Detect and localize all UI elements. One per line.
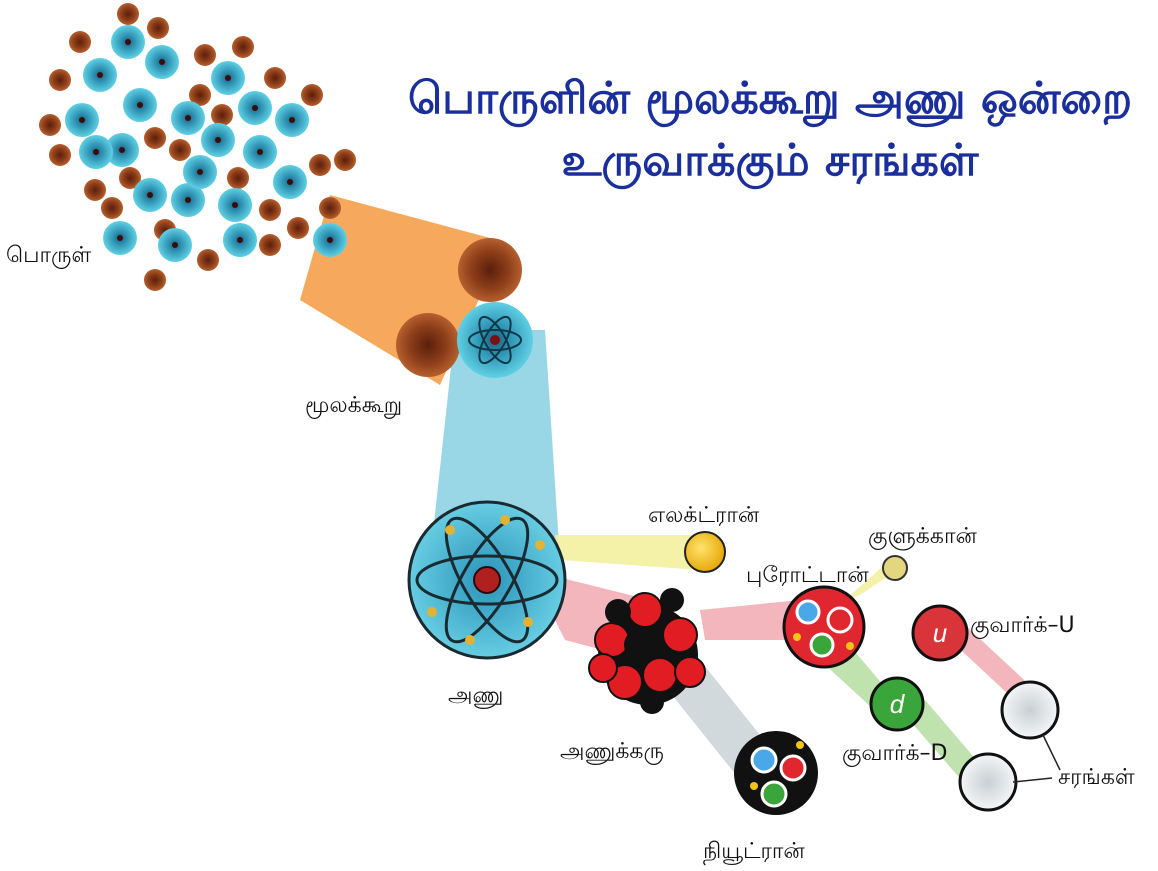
- beam-yellow-electron: [555, 535, 700, 570]
- brown-particle: [69, 31, 91, 53]
- brown-particle: [259, 199, 281, 221]
- cyan-particle-core: [119, 147, 125, 153]
- label-nucleus: அணுக்கரு: [560, 739, 664, 764]
- brown-particle: [287, 217, 309, 239]
- brown-particle: [227, 167, 249, 189]
- cyan-particle-core: [125, 39, 131, 45]
- atom: [407, 500, 567, 660]
- brown-particle: [264, 67, 286, 89]
- brown-particle: [309, 154, 331, 176]
- cyan-particle-core: [287, 179, 293, 185]
- brown-particle: [259, 234, 281, 256]
- brown-particle: [144, 127, 166, 149]
- cyan-particle-core: [232, 202, 238, 208]
- string-leader-d: [1012, 777, 1053, 783]
- label-proton: புரோட்டான்: [746, 563, 869, 588]
- brown-particle: [211, 104, 233, 126]
- neutron: [734, 731, 818, 815]
- cyan-particle-core: [225, 75, 231, 81]
- label-quark-d: குவார்க்–D: [842, 741, 948, 766]
- beam-pink-proton: [700, 600, 800, 640]
- brown-particle: [301, 84, 323, 106]
- quark-d: d: [869, 676, 925, 732]
- brown-particle: [144, 269, 166, 291]
- cyan-particle-core: [147, 192, 153, 198]
- brown-particle: [189, 84, 211, 106]
- cyan-particle-core: [185, 115, 191, 121]
- brown-particle: [194, 44, 216, 66]
- cyan-particle-core: [197, 169, 203, 175]
- proton: [782, 585, 866, 669]
- brown-particle: [101, 197, 123, 219]
- nucleus: [588, 588, 706, 714]
- cyan-particle-core: [97, 72, 103, 78]
- cyan-particle-core: [289, 117, 295, 123]
- matter-cluster: [39, 3, 356, 291]
- quark-u: u: [911, 604, 969, 662]
- gluon: [882, 555, 908, 581]
- brown-particle: [334, 149, 356, 171]
- string-circle-d: [958, 752, 1018, 812]
- title-line-2: உருவாக்கும் சரங்கள்: [561, 135, 979, 186]
- string-leader-u: [1042, 734, 1061, 771]
- brown-particle: [39, 114, 61, 136]
- cyan-particle-core: [117, 235, 123, 241]
- label-electron: எலக்ட்ரான்: [648, 503, 760, 528]
- label-neutron: நியூட்ரான்: [703, 839, 805, 864]
- label-matter: பொருள்: [6, 243, 92, 268]
- label-strings: சரங்கள்: [1058, 765, 1135, 790]
- beam-pink-u: [950, 625, 1035, 705]
- electron: [684, 531, 726, 573]
- cyan-particle-core: [252, 105, 258, 111]
- cyan-particle-core: [327, 237, 333, 243]
- cyan-particle-core: [79, 117, 85, 123]
- string-circle-u: [1000, 680, 1060, 740]
- molecule: [396, 238, 533, 378]
- brown-particle: [147, 17, 169, 39]
- brown-particle: [169, 139, 191, 161]
- cyan-particle-core: [159, 59, 165, 65]
- beam-blue: [430, 330, 560, 560]
- brown-particle: [119, 167, 141, 189]
- title-line-1: பொருளின் மூலக்கூறு அணு ஒன்றை: [407, 73, 1133, 124]
- brown-particle: [49, 144, 71, 166]
- cyan-particle-core: [185, 197, 191, 203]
- label-gluon: குளுக்கான்: [868, 524, 977, 549]
- brown-particle: [319, 197, 341, 219]
- cyan-particle-core: [137, 102, 143, 108]
- cyan-particle-core: [257, 149, 263, 155]
- brown-particle: [117, 3, 139, 25]
- cyan-particle-core: [215, 137, 221, 143]
- quark-d-letter: d: [890, 689, 906, 719]
- brown-particle: [232, 36, 254, 58]
- quark-u-letter: u: [933, 618, 947, 648]
- brown-particle: [197, 249, 219, 271]
- label-molecule: மூலக்கூறு: [305, 393, 403, 418]
- cyan-particle-core: [93, 149, 99, 155]
- cyan-particle-core: [172, 242, 178, 248]
- brown-particle: [49, 69, 71, 91]
- brown-particle: [84, 179, 106, 201]
- label-atom: அணு: [448, 683, 504, 708]
- cyan-particle-core: [237, 237, 243, 243]
- label-quark-u: குவார்க்–U: [970, 613, 1075, 638]
